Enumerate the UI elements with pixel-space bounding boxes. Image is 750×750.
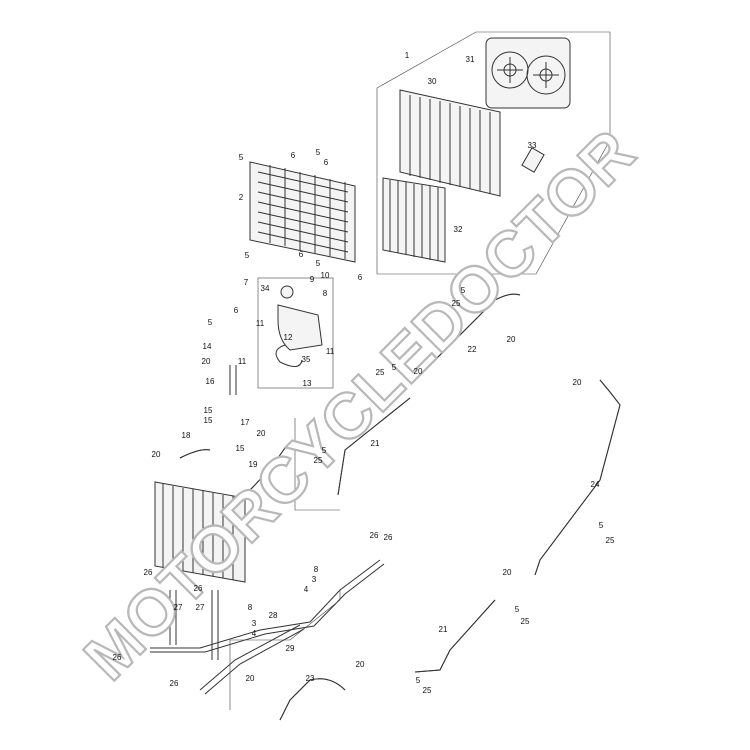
main-radiator (399, 89, 501, 197)
callout-5: 5 (599, 521, 604, 530)
callout-24: 24 (591, 480, 600, 489)
callout-20: 20 (573, 378, 582, 387)
callout-20: 20 (202, 357, 211, 366)
callout-20: 20 (257, 429, 266, 438)
callout-7: 7 (244, 278, 249, 287)
callout-6: 6 (324, 158, 329, 167)
callout-20: 20 (356, 660, 365, 669)
callout-25: 25 (452, 299, 461, 308)
secondary-radiator (382, 177, 446, 263)
callout-21: 21 (439, 625, 448, 634)
callout-5: 5 (322, 446, 327, 455)
callout-35: 35 (302, 355, 311, 364)
callout-5: 5 (245, 251, 250, 260)
callout-25: 25 (423, 686, 432, 695)
callout-27: 27 (196, 603, 205, 612)
callout-21: 21 (371, 439, 380, 448)
callout-33: 33 (528, 141, 537, 150)
callout-4: 4 (252, 629, 257, 638)
callout-8: 8 (248, 603, 253, 612)
hose-group-outline (294, 418, 340, 511)
callout-5: 5 (461, 286, 466, 295)
callout-26: 26 (194, 584, 203, 593)
callout-5: 5 (208, 318, 213, 327)
callout-25: 25 (606, 536, 615, 545)
callout-29: 29 (286, 644, 295, 653)
callout-8: 8 (323, 289, 328, 298)
callout-13: 13 (303, 379, 312, 388)
callout-25: 25 (314, 456, 323, 465)
callout-16: 16 (206, 377, 215, 386)
callout-11: 11 (238, 357, 247, 366)
callout-4: 4 (304, 585, 309, 594)
callout-23: 23 (306, 674, 315, 683)
callout-20: 20 (507, 335, 516, 344)
callout-3: 3 (252, 619, 257, 628)
callout-9: 9 (310, 275, 315, 284)
callout-5: 5 (416, 676, 421, 685)
bracket-outline (229, 590, 341, 710)
tank-group-box (257, 277, 334, 389)
callout-15: 15 (236, 444, 245, 453)
callout-5: 5 (515, 605, 520, 614)
callout-31: 31 (466, 55, 475, 64)
callout-20: 20 (414, 367, 423, 376)
fan-shroud (485, 37, 571, 109)
callout-27: 27 (174, 603, 183, 612)
callout-14: 14 (203, 342, 212, 351)
thermo-switch (521, 147, 545, 173)
callout-5: 5 (316, 148, 321, 157)
callout-34: 34 (261, 284, 270, 293)
callout-6: 6 (358, 273, 363, 282)
callout-6: 6 (234, 306, 239, 315)
callout-5: 5 (239, 153, 244, 162)
radiator-assembly-group (376, 31, 611, 275)
hoses (150, 293, 621, 721)
callout-11: 11 (326, 347, 335, 356)
callout-32: 32 (454, 225, 463, 234)
callout-15: 15 (204, 416, 213, 425)
callout-8: 8 (314, 565, 319, 574)
callout-19: 19 (249, 460, 258, 469)
lower-radiator (154, 481, 246, 583)
assembly-outline (376, 31, 611, 275)
callout-26: 26 (144, 568, 153, 577)
callout-17: 17 (241, 418, 250, 427)
callout-2: 2 (239, 193, 244, 202)
callout-5: 5 (316, 259, 321, 268)
callout-15: 15 (204, 406, 213, 415)
callout-30: 30 (428, 77, 437, 86)
watermark: MOTORCYCLEDOCTOR (70, 115, 648, 693)
callout-22: 22 (468, 345, 477, 354)
callout-3: 3 (312, 575, 317, 584)
callout-10: 10 (321, 271, 330, 280)
callout-20: 20 (246, 674, 255, 683)
expansion-tank (275, 285, 323, 367)
callout-18: 18 (182, 431, 191, 440)
callout-26: 26 (370, 531, 379, 540)
callout-26: 26 (384, 533, 393, 542)
callout-20: 20 (152, 450, 161, 459)
radiator-grille (249, 161, 356, 263)
callout-12: 12 (284, 333, 293, 342)
callout-11: 11 (256, 319, 265, 328)
callout-5: 5 (392, 363, 397, 372)
callout-26: 26 (113, 653, 122, 662)
callout-25: 25 (376, 368, 385, 377)
callout-26: 26 (170, 679, 179, 688)
callout-20: 20 (503, 568, 512, 577)
callout-25: 25 (521, 617, 530, 626)
callout-1: 1 (405, 51, 410, 60)
callout-6: 6 (299, 250, 304, 259)
callout-6: 6 (291, 151, 296, 160)
callout-28: 28 (269, 611, 278, 620)
